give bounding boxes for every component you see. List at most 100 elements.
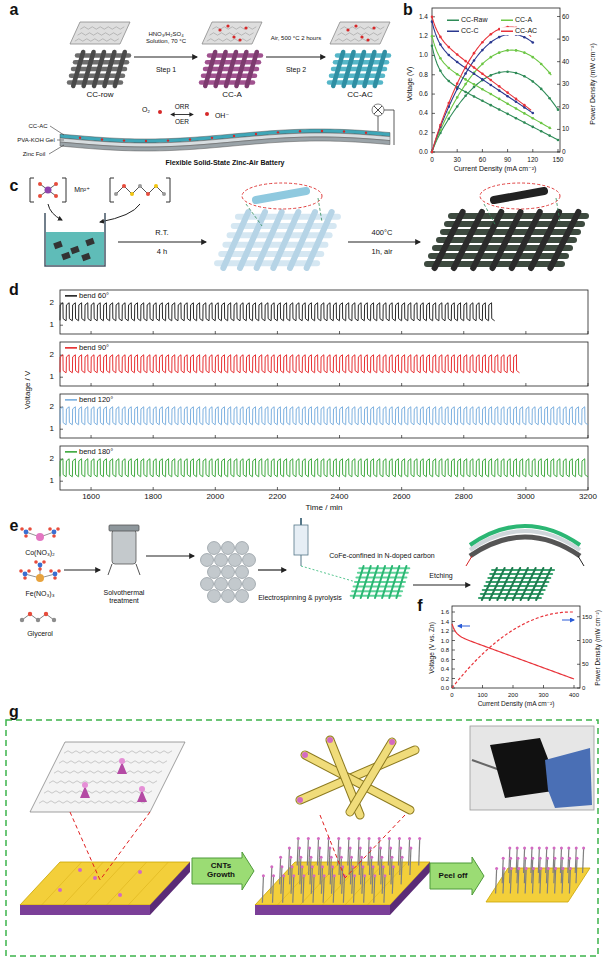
data-marker [473, 72, 476, 75]
block-arrow [192, 852, 254, 890]
photo-inset [470, 726, 594, 810]
carbon-nanotube [333, 877, 334, 903]
sample-name: CC-row [86, 91, 113, 100]
bracket [62, 178, 66, 202]
microsphere [215, 554, 228, 567]
tick [452, 640, 455, 641]
data-marker [448, 54, 451, 57]
tick [452, 612, 455, 613]
plot-frame [452, 606, 580, 688]
fiber [73, 52, 83, 86]
atom [36, 574, 44, 582]
arrow [100, 204, 140, 222]
axis-title: Current Density (mA cm⁻²) [478, 700, 555, 707]
carbon-nanotube [323, 877, 324, 903]
carbon-nanotube [293, 877, 294, 903]
carbon-nanotube [343, 877, 344, 903]
tick [153, 487, 154, 490]
data-marker [481, 100, 484, 103]
legend-item: CC-AC [500, 27, 538, 35]
catalyst-tip [388, 837, 391, 840]
catalyst-tip [545, 847, 548, 850]
fiber [247, 52, 257, 86]
arrow [458, 626, 470, 627]
tick [525, 383, 526, 386]
data-marker [431, 16, 434, 19]
carbon-nanotube [555, 870, 556, 894]
data-marker [523, 36, 526, 39]
tick-label: 400 [569, 692, 579, 699]
catalyst-tip [523, 847, 526, 850]
carbon-nanotube [496, 870, 497, 894]
legend-text: bend 120° [79, 396, 113, 404]
reaction-arrow [171, 114, 193, 115]
fiber [221, 251, 321, 257]
tick-label: 0.2 [441, 675, 449, 682]
catalyst-tip [339, 846, 342, 849]
arrow [118, 241, 206, 242]
carbon-nanotube [310, 858, 311, 884]
catalyst-tip [347, 837, 350, 840]
power-curve [452, 612, 574, 688]
catalyst-dot [78, 868, 82, 872]
data-marker [515, 100, 518, 103]
tick-label: 0.6 [419, 90, 428, 97]
legend-line [65, 399, 77, 401]
layer-label: CC-AC [29, 123, 48, 130]
legend-swatch [65, 293, 77, 299]
catalyst-tip [292, 874, 295, 877]
tick-label: 1 [50, 425, 54, 434]
carbon-nanotube [540, 870, 541, 894]
carbon-nanotube [374, 877, 375, 903]
data-marker [523, 121, 526, 124]
functional-group [354, 24, 357, 27]
carbon-nanotube [410, 849, 411, 875]
carbon-nanotube [309, 849, 310, 875]
data-marker [439, 124, 442, 127]
fiber [550, 212, 578, 268]
ion-label: Mn²⁺ [74, 186, 90, 194]
stand [108, 564, 112, 575]
arrow [562, 620, 574, 621]
data-marker [532, 126, 535, 129]
tick [277, 435, 278, 438]
peeled-film [486, 868, 590, 902]
data-marker [490, 79, 493, 82]
atom [49, 569, 53, 573]
condition-note: HNO₃/H₂SO₄ Solution, 70 °C [136, 31, 196, 44]
tick [577, 688, 580, 689]
fiber [375, 52, 385, 86]
catalyst-tip [561, 857, 564, 860]
microsphere [208, 542, 221, 555]
data-marker [481, 79, 484, 82]
atom [20, 618, 24, 622]
power-curve [432, 34, 533, 152]
tick-label: 0 [450, 692, 453, 699]
fiber [486, 581, 548, 583]
load-cross [374, 106, 382, 114]
atom [122, 184, 126, 188]
carbon-nanotube [569, 870, 570, 894]
carbon-cloth-piece [61, 252, 71, 260]
tick-label: 50 [582, 661, 589, 668]
tick [452, 659, 455, 660]
legend-text: CC-AC [515, 27, 537, 35]
catalyst-tip [357, 837, 360, 840]
carbon-nanotube [354, 877, 355, 903]
tick [482, 149, 483, 152]
tick-label: 0.8 [419, 71, 428, 78]
data-marker [439, 57, 442, 60]
graphene-inset [30, 742, 185, 812]
tick-label: 10 [562, 126, 569, 133]
legend-line [65, 295, 77, 297]
data-marker [548, 127, 551, 130]
data-marker [498, 51, 501, 54]
data-marker [431, 151, 434, 154]
catalyst-tip [299, 856, 302, 859]
lattice-line [64, 751, 172, 753]
atom [36, 533, 44, 541]
tick [401, 487, 402, 490]
catalyst-particle [297, 797, 303, 803]
catalyst-tip [313, 874, 316, 877]
atom [53, 572, 58, 577]
